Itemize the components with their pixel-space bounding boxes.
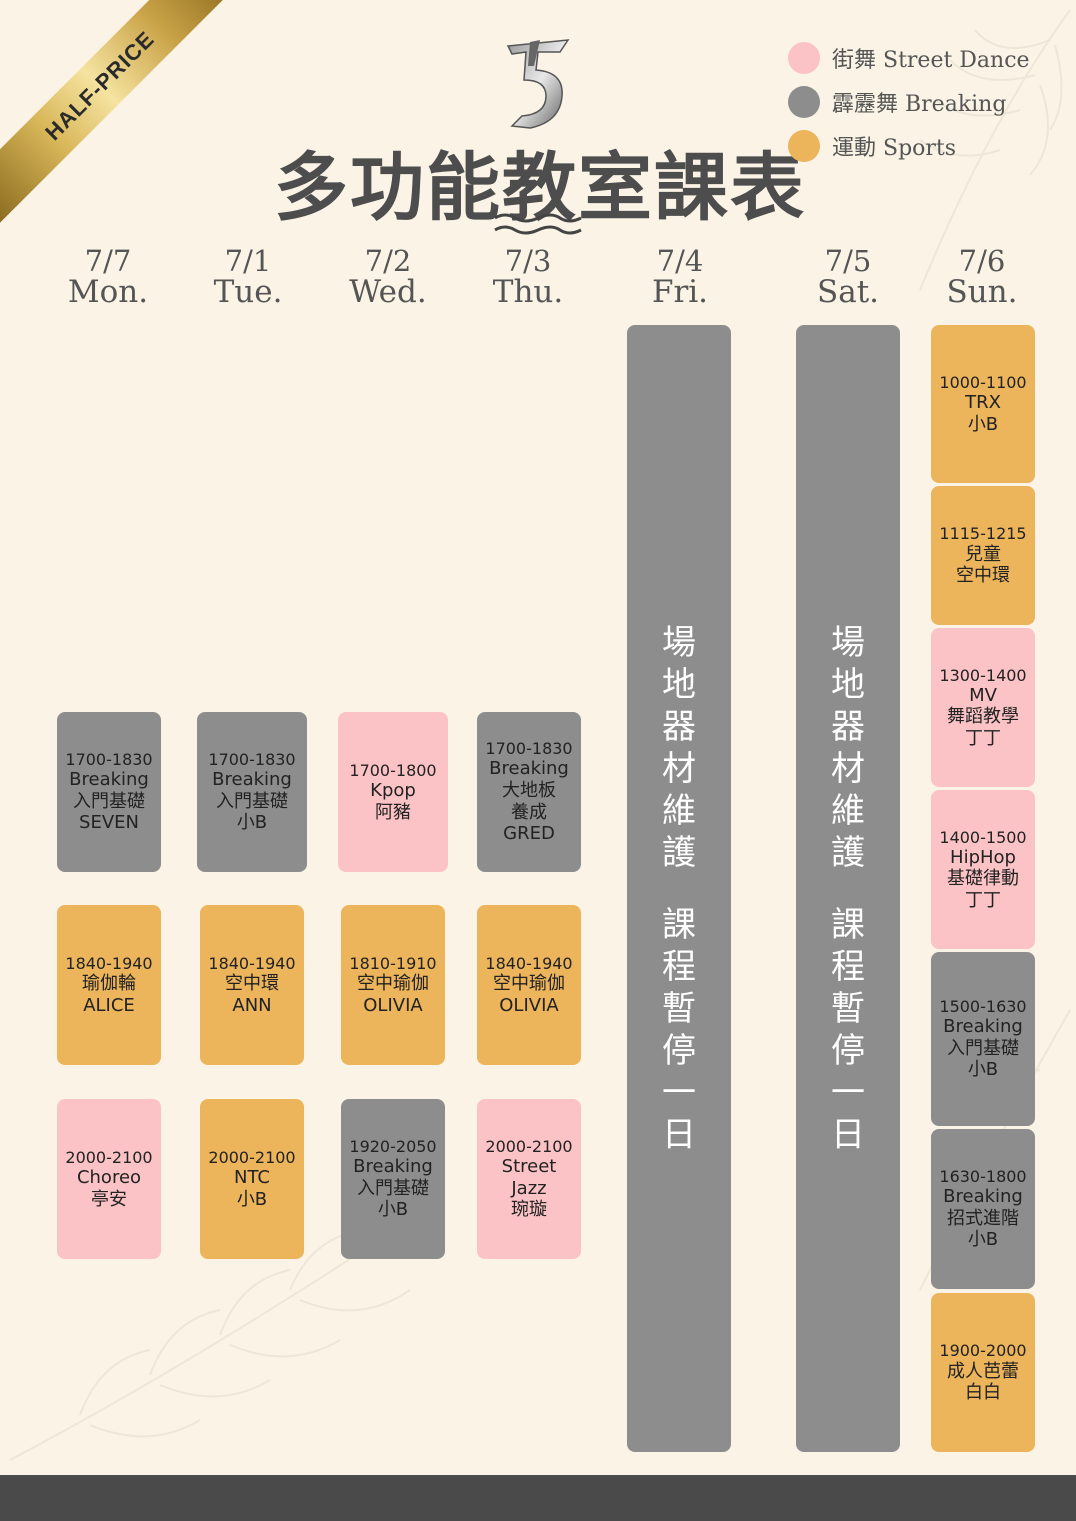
legend-label: 霹靂舞 Breaking	[832, 92, 1007, 117]
wave-divider-icon	[494, 213, 582, 235]
legend-item-breaking: 霹靂舞 Breaking	[788, 80, 1030, 124]
footer-bar	[0, 1475, 1076, 1521]
brand-logo-icon	[506, 39, 570, 129]
legend-label: 運動 Sports	[832, 136, 957, 161]
legend-item-sports: 運動 Sports	[788, 124, 1030, 168]
legend-item-street-dance: 街舞 Street Dance	[788, 36, 1030, 80]
legend-dot-breaking	[788, 86, 820, 118]
legend-dot-sports	[788, 130, 820, 162]
half-price-ribbon: HALF-PRICE	[0, 0, 239, 225]
legend: 街舞 Street Dance 霹靂舞 Breaking 運動 Sports	[788, 36, 1030, 168]
legend-dot-street	[788, 42, 820, 74]
legend-label: 街舞 Street Dance	[832, 48, 1030, 73]
closure-bar-fri: 場地器材維護 課程暫停一日	[627, 325, 731, 1452]
closure-bar-sat: 場地器材維護 課程暫停一日	[796, 325, 900, 1452]
corner-ribbon: HALF-PRICE	[0, 0, 240, 240]
leaf-decoration-top-right	[919, 9, 1071, 291]
